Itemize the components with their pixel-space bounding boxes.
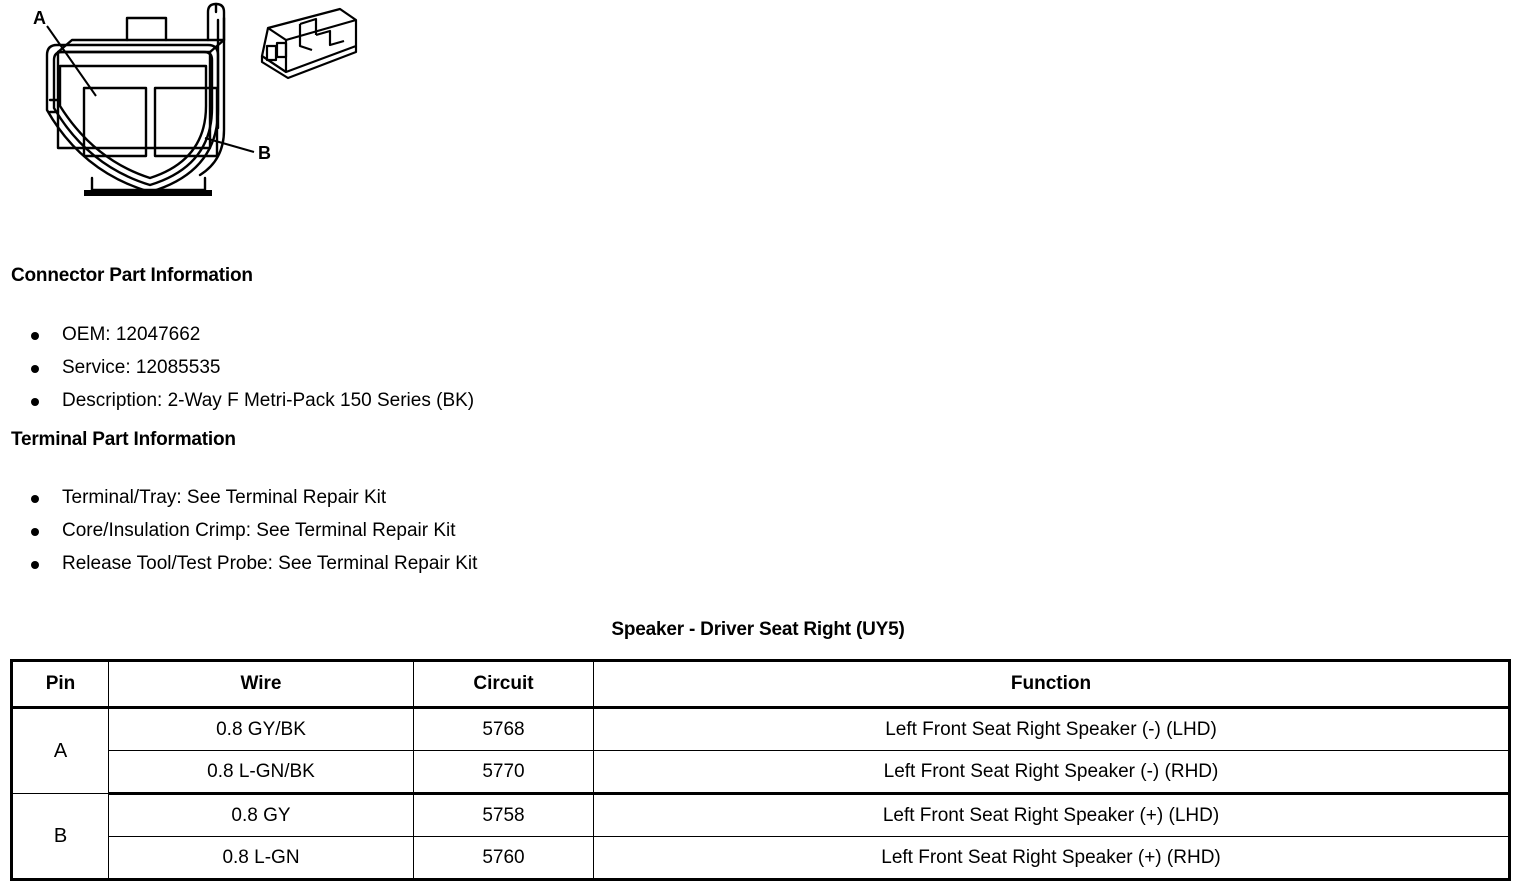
terminal-part-information-list: Terminal/Tray: See Terminal Repair Kit C…	[0, 481, 477, 580]
function-cell: Left Front Seat Right Speaker (-) (LHD)	[593, 706, 1510, 751]
column-header-circuit: Circuit	[413, 660, 594, 709]
table-row: 0.8 L-GN 5760 Left Front Seat Right Spea…	[12, 836, 1510, 880]
table-row: 0.8 L-GN/BK 5770 Left Front Seat Right S…	[12, 750, 1510, 794]
iso-latch-left	[298, 24, 313, 52]
list-item: OEM: 12047662	[0, 318, 474, 351]
callout-a: A	[33, 8, 97, 97]
pin-cell-a: A	[11, 707, 109, 794]
iso-latch-top	[299, 17, 318, 35]
wire-cell: 0.8 L-GN/BK	[108, 750, 414, 794]
pinout-table-title: Speaker - Driver Seat Right (UY5)	[611, 619, 905, 640]
connector-part-information-list: OEM: 12047662 Service: 12085535 Descript…	[0, 318, 474, 417]
callout-b-leader-line	[204, 137, 255, 153]
callout-b-label: B	[258, 143, 271, 163]
circuit-cell: 5770	[413, 750, 594, 794]
wire-cell: 0.8 GY	[108, 792, 414, 837]
callout-a-leader-line	[46, 25, 97, 97]
connector-bottom-edge-shadow	[84, 190, 212, 196]
pinout-table-container: Pin Wire Circuit Function A 0.8 GY/BK 57…	[10, 659, 1511, 881]
list-item: Description: 2-Way F Metri-Pack 150 Seri…	[0, 384, 474, 417]
iso-cavity-a	[265, 44, 278, 62]
pin-cell-b: B	[11, 793, 109, 880]
circuit-cell: 5768	[413, 706, 594, 751]
terminal-cavity-a	[82, 86, 148, 158]
function-cell: Left Front Seat Right Speaker (-) (RHD)	[593, 750, 1510, 794]
list-item: Service: 12085535	[0, 351, 474, 384]
iso-latch-step	[315, 29, 345, 47]
pinout-table: Pin Wire Circuit Function A 0.8 GY/BK 57…	[10, 659, 1511, 881]
connector-illustration-svg: A B	[33, 2, 358, 196]
circuit-cell: 5760	[413, 836, 594, 880]
table-row: A 0.8 GY/BK 5768 Left Front Seat Right S…	[11, 706, 1510, 794]
connector-face-plate	[56, 50, 212, 150]
pinout-table-body: A 0.8 GY/BK 5768 Left Front Seat Right S…	[11, 706, 1510, 880]
front-view-connector-body	[45, 2, 226, 196]
iso-top-back-edge	[285, 18, 357, 42]
connector-shell-inner-line	[52, 50, 214, 187]
isometric-connector-view	[260, 7, 358, 80]
list-item: Release Tool/Test Probe: See Terminal Re…	[0, 547, 477, 580]
list-item: Terminal/Tray: See Terminal Repair Kit	[0, 481, 477, 514]
connector-top-tab	[125, 16, 168, 42]
column-header-function: Function	[593, 660, 1510, 709]
connector-shell-inner-line-2	[58, 64, 208, 180]
callout-b: B	[204, 137, 271, 163]
circuit-cell: 5758	[413, 792, 594, 837]
iso-cavity-b	[275, 41, 288, 59]
callout-a-label: A	[33, 8, 46, 28]
column-header-wire: Wire	[108, 660, 414, 709]
wire-cell: 0.8 L-GN	[108, 836, 414, 880]
iso-bottom-rim	[260, 46, 358, 80]
wire-cell: 0.8 GY/BK	[108, 706, 414, 751]
connector-illustration: A B	[0, 0, 400, 230]
connector-outer-shell	[45, 43, 220, 194]
list-item: Core/Insulation Crimp: See Terminal Repa…	[0, 514, 477, 547]
table-header-row: Pin Wire Circuit Function	[11, 660, 1510, 709]
pinout-table-head: Pin Wire Circuit Function	[11, 660, 1510, 709]
function-cell: Left Front Seat Right Speaker (+) (RHD)	[593, 836, 1510, 880]
connector-part-information-heading: Connector Part Information	[11, 265, 253, 286]
function-cell: Left Front Seat Right Speaker (+) (LHD)	[593, 792, 1510, 837]
column-header-pin: Pin	[11, 660, 109, 709]
terminal-cavity-b	[153, 86, 219, 158]
connector-latch-arm	[198, 16, 226, 177]
table-row: B 0.8 GY 5758 Left Front Seat Right Spea…	[11, 792, 1510, 880]
terminal-part-information-heading: Terminal Part Information	[11, 429, 236, 450]
